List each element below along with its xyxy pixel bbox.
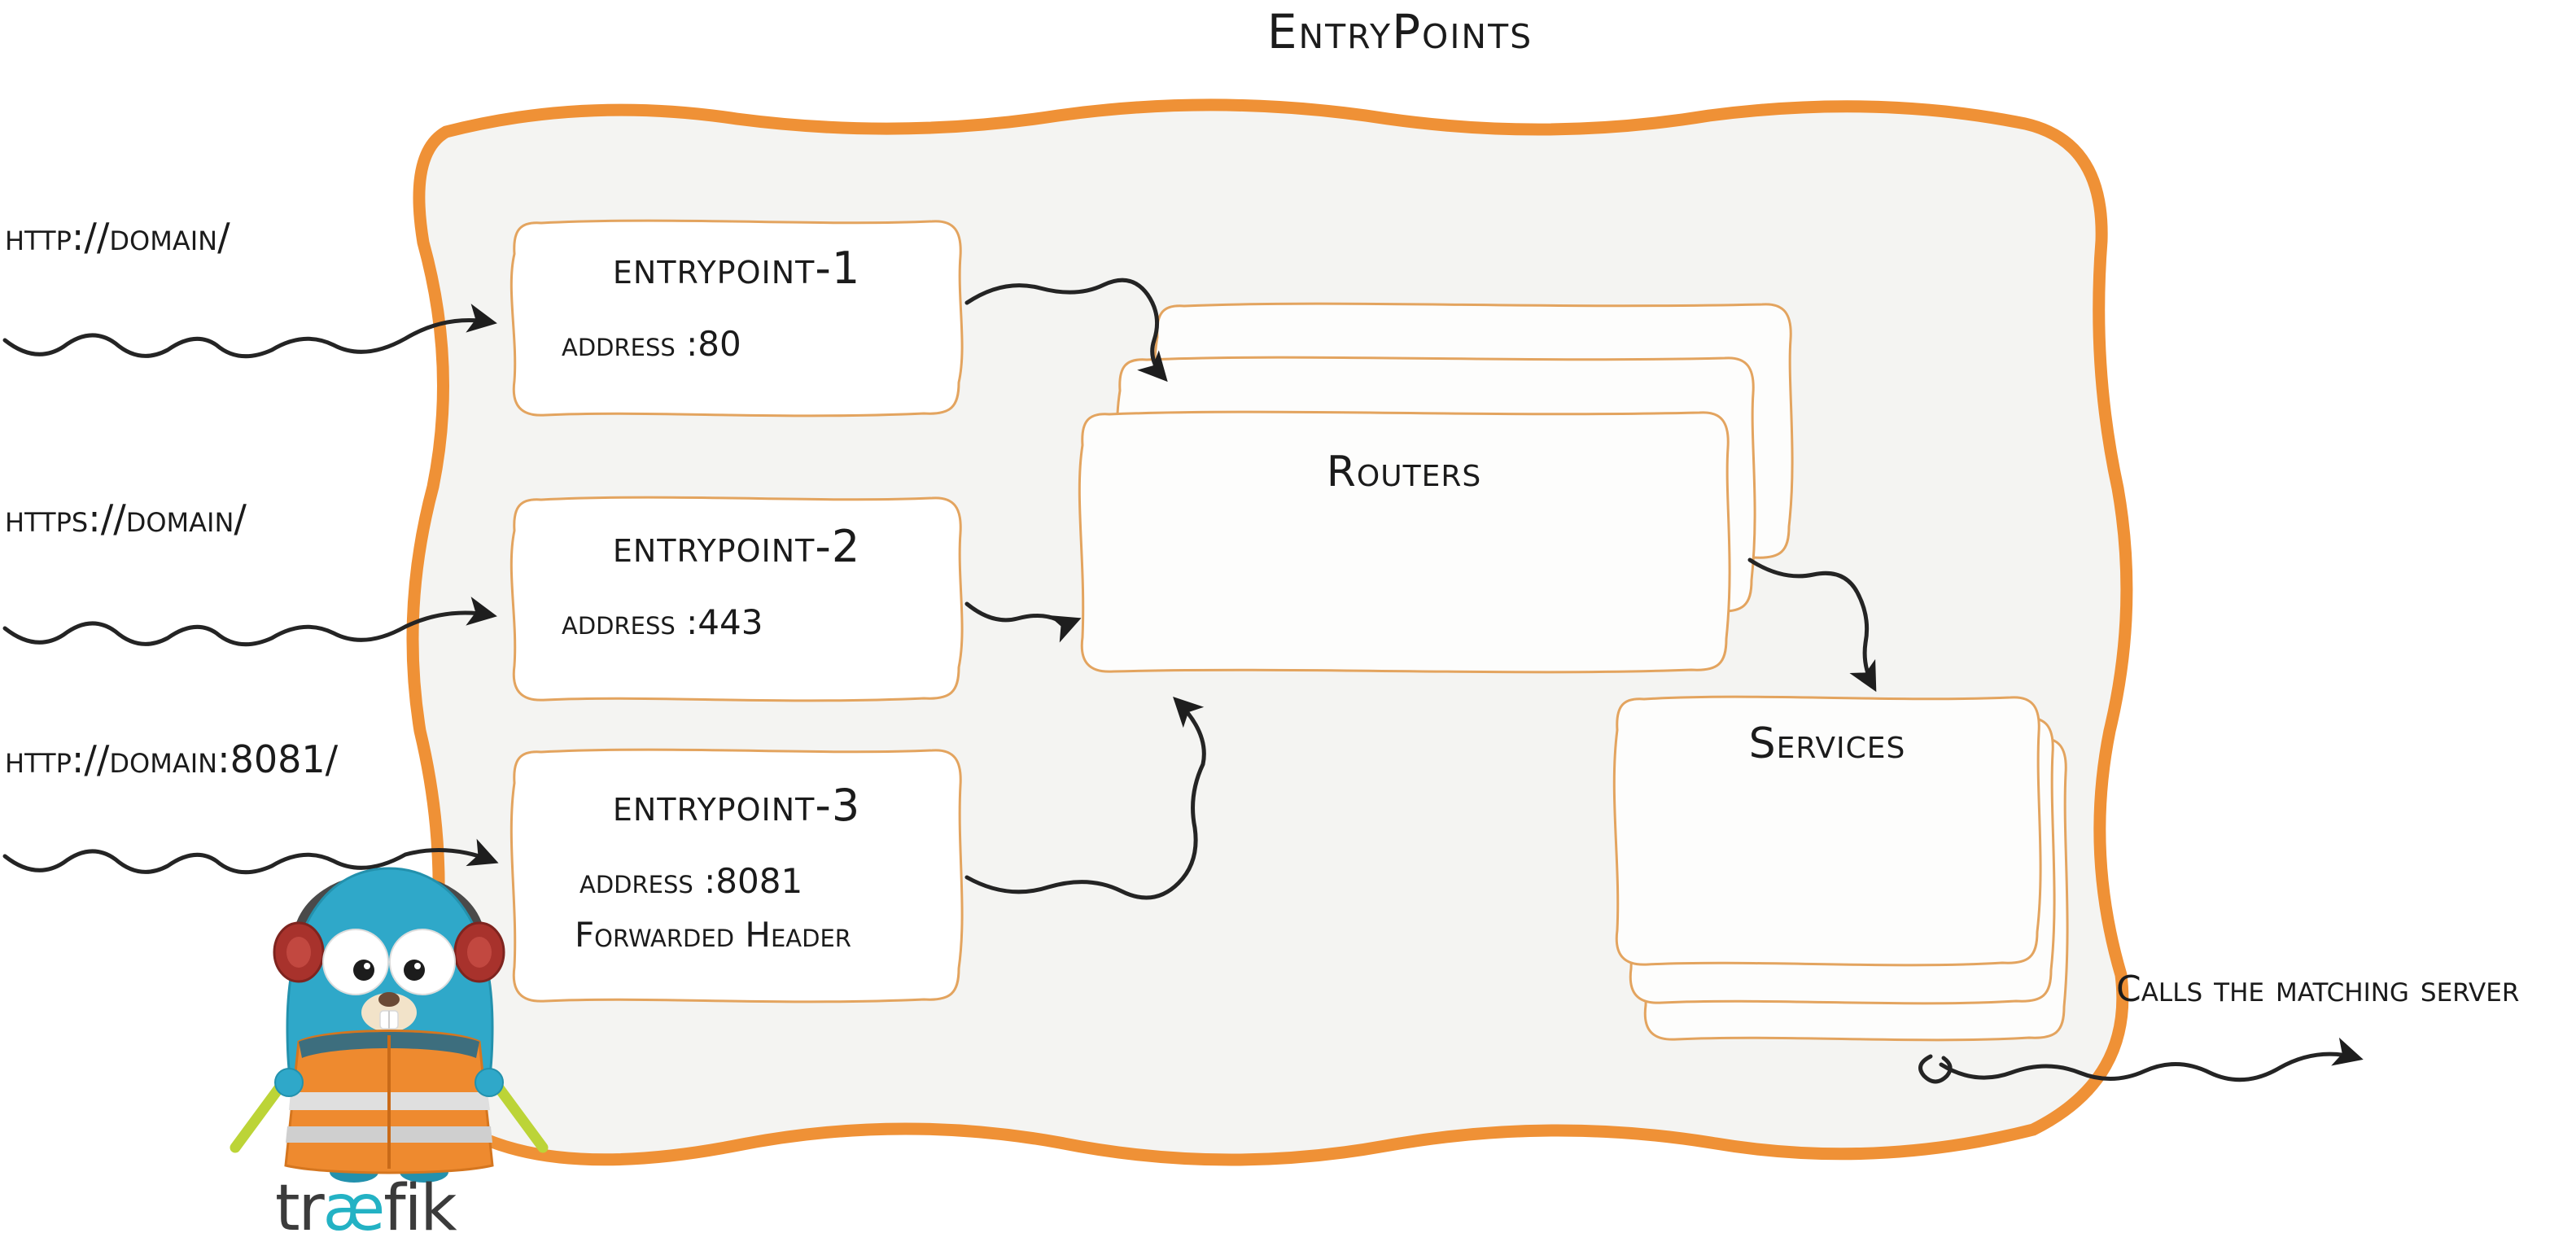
routers-stack (1078, 302, 1794, 674)
output-caption: Calls the matching server (2116, 968, 2520, 1010)
wordmark-pre: tr (275, 1172, 325, 1233)
entrypoint-3-forwarded-header: Forwarded Header (575, 915, 851, 955)
request-label-https: https://domain/ (5, 496, 247, 540)
arrow-ep3-to-routers (964, 697, 1206, 900)
arrow-ep1-to-routers (964, 278, 1168, 383)
mascot-arm-right (475, 1068, 504, 1097)
entrypoint-1-box (510, 219, 964, 418)
page-title: EntryPoints (1266, 4, 1533, 59)
mascot-earcups (273, 921, 505, 983)
routers-title: Routers (1326, 448, 1482, 496)
arrow-routers-to-services (1747, 557, 1877, 693)
mascot-glowsticks (230, 1080, 549, 1153)
entrypoint-1-address: address :80 (562, 324, 741, 364)
entrypoint-2-title: entrypoint-2 (612, 521, 861, 572)
services-box-front (1612, 695, 2042, 967)
entrypoint-3-box (510, 748, 964, 1003)
arrow-output (1939, 1037, 2364, 1082)
arrow-output-knot (1918, 1054, 1953, 1084)
request-label-http: http://domain/ (5, 215, 230, 259)
entrypoint-2-box (510, 496, 964, 702)
routers-box-front (1078, 410, 1731, 674)
services-stack (1612, 695, 2069, 1042)
traefik-wordmark: træfik (275, 1172, 457, 1233)
mascot-vest (284, 1030, 494, 1174)
arrow-request-1 (2, 304, 497, 359)
arrow-ep2-to-routers (964, 601, 1082, 643)
entrypoint-3-address: address :8081 (579, 861, 803, 901)
traefik-mascot (230, 867, 549, 1183)
mascot-muzzle (361, 992, 417, 1032)
arrow-request-2 (2, 597, 497, 647)
entrypoint-3-title: entrypoint-3 (612, 780, 861, 831)
mascot-eyes (322, 929, 456, 995)
wordmark-post: fik (383, 1172, 457, 1233)
wordmark-ligature: æ (322, 1172, 386, 1233)
services-title: Services (1748, 719, 1906, 768)
arrow-request-3 (2, 838, 499, 875)
entrypoint-1-title: entrypoint-1 (612, 243, 861, 294)
request-label-http-8081: http://domain:8081/ (5, 737, 339, 781)
mascot-arm-left (274, 1068, 304, 1097)
entrypoint-2-address: address :443 (562, 602, 763, 642)
